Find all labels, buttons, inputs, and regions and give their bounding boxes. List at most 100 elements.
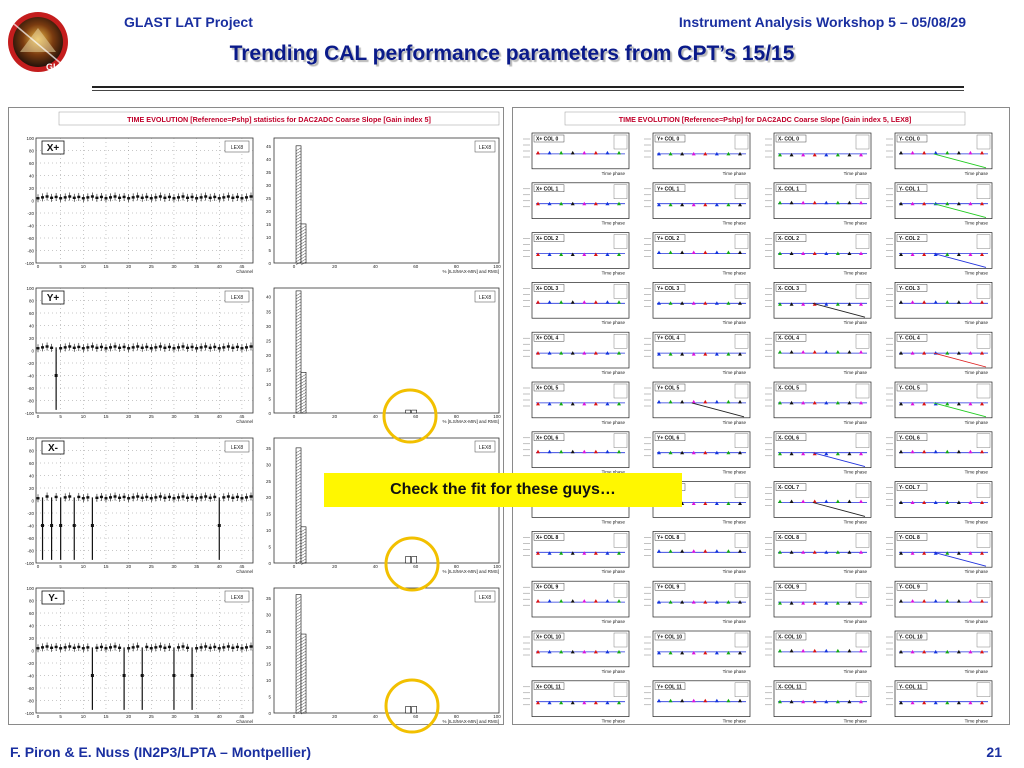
trend-marker — [835, 400, 840, 405]
x-tick-label: 5 — [59, 264, 62, 269]
bar-hatch — [300, 252, 307, 257]
trend-marker — [945, 500, 950, 504]
bar-hatch — [295, 488, 302, 493]
data-point — [145, 345, 149, 349]
trend-marker — [593, 351, 598, 355]
trend-marker — [789, 400, 794, 405]
data-point — [104, 647, 108, 650]
trend-marker — [980, 300, 984, 304]
trend-marker — [812, 251, 817, 255]
trend-marker — [835, 550, 840, 554]
bar-hatch — [300, 228, 307, 233]
trend-marker — [570, 649, 575, 654]
hist-y-tick-label: 10 — [266, 382, 272, 387]
trend-marker — [668, 549, 673, 553]
trend-marker — [778, 302, 782, 306]
bar-hatch — [300, 407, 307, 411]
bar-hatch — [295, 174, 302, 178]
trend-marker — [714, 301, 719, 305]
trend-legend-box — [976, 184, 991, 200]
bar-hatch — [295, 620, 302, 624]
trend-marker — [547, 599, 552, 603]
x-axis-label: Channel — [236, 569, 253, 574]
trend-marker — [559, 449, 564, 454]
trend-marker — [945, 252, 950, 256]
data-point — [54, 374, 58, 377]
hist-y-tick-label: 20 — [266, 645, 272, 650]
trend-marker — [847, 648, 852, 653]
trend-marker — [714, 202, 719, 207]
trend-marker — [812, 648, 817, 653]
trend-marker — [922, 201, 927, 206]
data-point — [167, 345, 171, 349]
data-point — [158, 645, 162, 648]
trend-marker — [668, 698, 673, 703]
data-point — [181, 645, 185, 648]
trend-marker — [536, 551, 540, 555]
bar-hatch — [295, 171, 302, 175]
trend-label-box — [533, 433, 565, 441]
bar-hatch — [295, 461, 302, 466]
trend-label: Y- COL 11 — [899, 684, 922, 690]
bar-hatch — [300, 386, 307, 390]
trend-marker — [980, 449, 984, 454]
bar-hatch — [295, 554, 302, 559]
hist-legend-box — [474, 140, 496, 153]
trend-marker — [789, 251, 794, 255]
data-point — [136, 195, 140, 198]
bar-hatch — [295, 313, 302, 318]
bar-hatch — [300, 641, 307, 646]
trend-label-box — [775, 333, 807, 342]
trend-x-axis-label: Time phase — [844, 370, 868, 375]
trend-marker — [680, 600, 685, 604]
trend-x-axis-label: Time phase — [602, 420, 626, 425]
trend-marker — [617, 599, 621, 603]
trend-marker — [899, 351, 903, 355]
trend-label: Y+ COL 2 — [657, 236, 679, 242]
trend-marker — [859, 648, 863, 653]
data-point — [86, 646, 90, 649]
trend-legend-box — [613, 632, 628, 648]
trend-label: X- COL 10 — [778, 635, 802, 641]
trend-marker — [980, 500, 984, 504]
data-point — [127, 197, 131, 200]
trend-slope-line — [812, 502, 866, 517]
data-point — [41, 524, 45, 527]
y-tick-label: 100 — [26, 286, 34, 291]
trend-marker — [801, 400, 806, 405]
data-point — [176, 346, 180, 349]
bar-hatch — [295, 201, 302, 205]
trend-legend-box — [976, 134, 991, 150]
bar-hatch — [295, 668, 302, 672]
trend-x-axis-label: Time phase — [965, 171, 989, 176]
trend-marker — [899, 551, 903, 555]
trend-marker — [738, 600, 742, 604]
trend-label: X+ COL 8 — [536, 535, 558, 541]
bar-hatch — [295, 168, 302, 172]
data-point — [172, 347, 176, 350]
trend-x-axis-label: Time phase — [844, 569, 868, 574]
data-point — [90, 674, 94, 677]
trend-marker — [726, 151, 731, 156]
hist-legend-box — [474, 590, 496, 603]
row-label: X- — [48, 443, 58, 454]
data-point — [122, 495, 126, 499]
trend-label: Y- COL 2 — [899, 236, 920, 242]
trend-marker — [824, 302, 829, 306]
bar-hatch — [295, 358, 302, 363]
data-point — [235, 645, 239, 649]
trend-label-box — [533, 632, 565, 641]
trend-marker — [933, 150, 938, 155]
trend-marker — [738, 399, 742, 404]
bar-hatch — [295, 638, 302, 642]
trend-marker — [726, 501, 731, 505]
x-tick-label: 20 — [126, 714, 132, 719]
trend-marker — [726, 549, 731, 553]
